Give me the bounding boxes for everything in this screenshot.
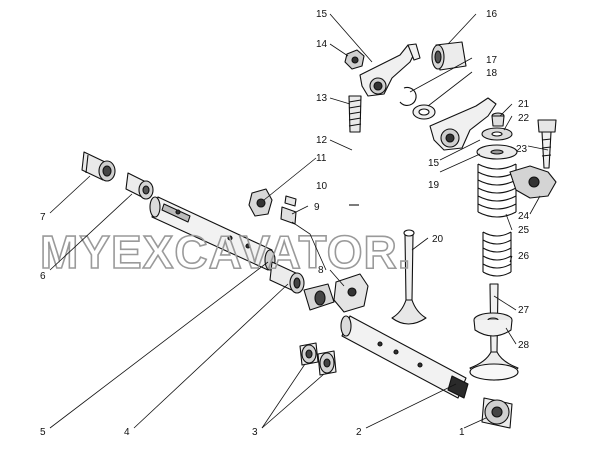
part-inner-spring-26 (482, 231, 512, 277)
part-washer-18 (412, 104, 436, 120)
part-bolt-23 (537, 119, 557, 169)
callout-12: 12 (316, 135, 328, 146)
part-valve-20 (391, 229, 427, 325)
part-pin-10 (284, 195, 297, 207)
part-valve-head (469, 351, 519, 381)
callout-15-upper: 15 (316, 9, 328, 20)
callout-6: 6 (40, 271, 46, 282)
watermark-text: MYEXCAVATOR. (40, 226, 412, 278)
part-bushing-16 (431, 41, 467, 71)
callout-5: 5 (40, 427, 46, 438)
part-rocker-block-8 (303, 273, 369, 313)
callout-10: 10 (316, 181, 328, 192)
callout-2: 2 (356, 427, 362, 438)
callout-19: 19 (428, 180, 440, 191)
part-adjusting-screw-13 (348, 95, 362, 133)
part-pin-9 (280, 206, 297, 225)
part-bushing-7 (81, 151, 116, 182)
callout-15-lower: 15 (428, 158, 440, 169)
callout-7: 7 (40, 212, 46, 223)
part-rocker-arm-15-lower (429, 97, 497, 151)
callout-27: 27 (518, 305, 530, 316)
callout-26: 26 (518, 251, 530, 262)
callout-18: 18 (486, 68, 498, 79)
part-nut-11 (248, 188, 273, 217)
callout-8: 8 (318, 265, 324, 276)
part-valve-cap-21 (491, 112, 505, 127)
callout-25: 25 (518, 225, 530, 236)
part-bushing-1 (481, 397, 513, 429)
callout-28: 28 (518, 340, 530, 351)
callout-24: 24 (518, 211, 530, 222)
part-push-rod-12 (349, 135, 359, 279)
callout-3: 3 (252, 427, 258, 438)
part-bushing-4 (269, 261, 305, 294)
callout-23: 23 (516, 144, 528, 155)
part-rocker-shaft-2 (340, 315, 469, 399)
callout-20: 20 (432, 234, 444, 245)
callout-9: 9 (314, 202, 320, 213)
callout-17: 17 (486, 55, 498, 66)
callout-11: 11 (316, 153, 327, 164)
callout-1: 1 (459, 427, 465, 438)
callout-21: 21 (518, 99, 530, 110)
leader-lines (49, 13, 549, 429)
part-snap-ring-17 (399, 86, 417, 106)
callout-4: 4 (124, 427, 130, 438)
part-bushing-3a (299, 342, 319, 366)
part-retainer-22 (481, 127, 513, 141)
part-seat-28 (473, 312, 513, 337)
callout-13: 13 (316, 93, 328, 104)
part-bushing-6 (125, 172, 154, 200)
callout-22: 22 (518, 113, 530, 124)
callout-14: 14 (316, 39, 328, 50)
part-bracket-24 (509, 165, 557, 199)
part-nut-14 (344, 49, 365, 70)
callout-labels: 1 2 3 4 5 6 7 8 9 10 11 12 13 14 15 15 1… (40, 9, 530, 438)
part-bushing-3b (317, 350, 337, 376)
part-spring-seat-19 (476, 144, 518, 160)
callout-16: 16 (486, 9, 498, 20)
part-rocker-arm-15-upper (359, 43, 421, 97)
